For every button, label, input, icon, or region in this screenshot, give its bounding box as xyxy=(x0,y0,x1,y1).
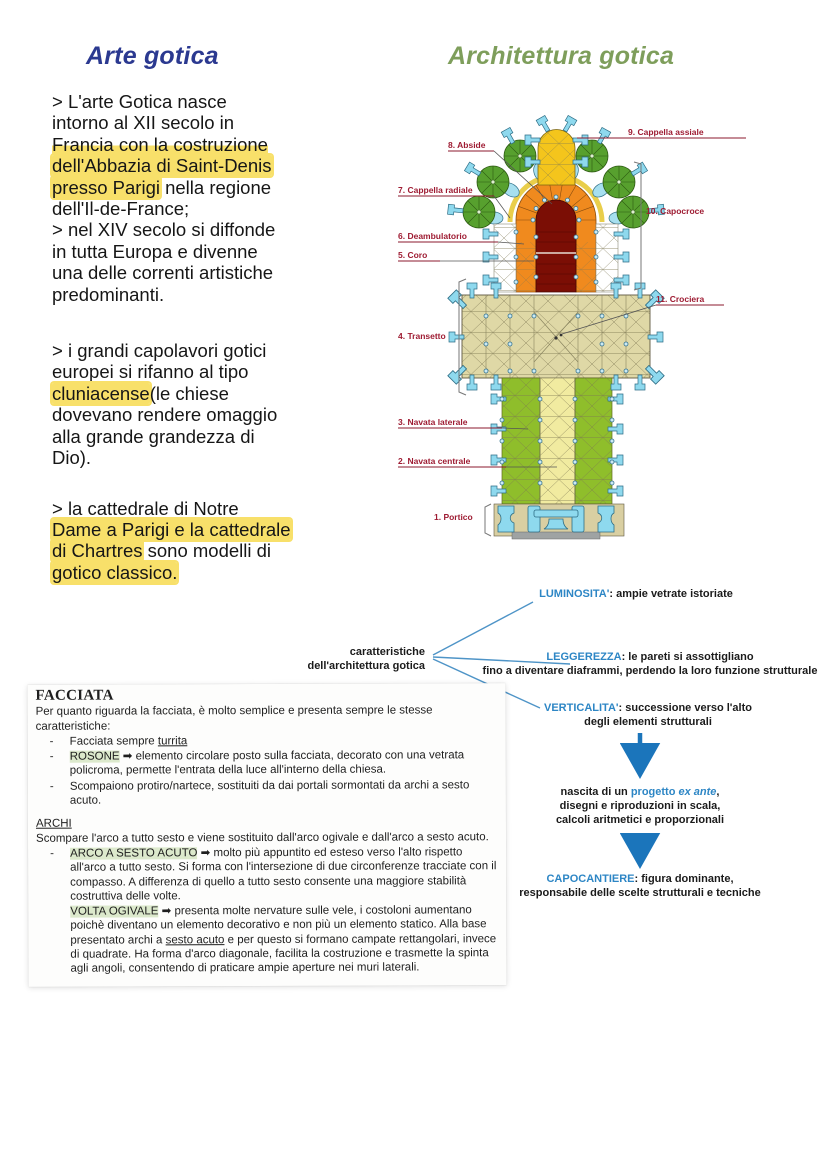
map-node-capocantiere: CAPOCANTIERE: figura dominante,responsab… xyxy=(519,873,761,899)
facciata-bullet-rosone: ROSONE ➡ elemento circolare posto sulla … xyxy=(69,749,465,778)
list-item: VOLTA OGIVALE ➡ presenta molte nervature… xyxy=(36,903,498,976)
facciata-bullet-protiro: Scompaiono protiro/nartece, sostituiti d… xyxy=(69,779,470,807)
map-node-progetto: nascita di un progetto ex ante,disegni e… xyxy=(555,786,725,826)
facciata-heading: FACCIATA xyxy=(35,687,114,704)
facciata-section: FACCIATA Per quanto riguarda la facciata… xyxy=(27,683,507,987)
plan-label-cappella-assiale: 9. Cappella assiale xyxy=(628,127,704,137)
branch-line-leggerezza xyxy=(432,656,571,665)
archi-bullet-volta-ogivale: VOLTA OGIVALE ➡ presenta molte nervature… xyxy=(70,904,497,976)
plan-labels: 8. Abside 9. Cappella assiale 7. Cappell… xyxy=(398,127,704,522)
plan-coro xyxy=(535,199,577,293)
plan-label-transetto: 4. Transetto xyxy=(398,331,446,341)
plan-leader-lines xyxy=(398,137,746,537)
plan-choir-side-bays xyxy=(493,223,619,293)
archi-bullet-sesto-acuto: ARCO A SESTO ACUTO ➡ molto più appuntito… xyxy=(70,846,497,903)
plan-label-crociera: 11. Crociera xyxy=(656,294,704,304)
plan-label-cappella-radiale: 7. Cappella radiale xyxy=(398,185,473,195)
page-title-arte-gotica: Arte gotica xyxy=(86,42,219,70)
plan-transetto xyxy=(461,294,651,379)
plan-label-deambulatorio: 6. Deambulatorio xyxy=(398,231,467,241)
list-item: - ARCO A SESTO ACUTO ➡ molto più appunti… xyxy=(50,846,497,903)
plan-label-abside: 8. Abside xyxy=(448,140,486,150)
archi-heading: ARCHI xyxy=(35,818,72,831)
list-item: - Scompaiono protiro/nartece, sostituiti… xyxy=(36,778,498,808)
plan-label-coro: 5. Coro xyxy=(398,250,427,260)
facciata-intro: Per quanto riguarda la facciata, è molto… xyxy=(35,704,433,733)
branch-line-luminosita xyxy=(432,601,534,656)
plan-navate xyxy=(501,377,613,505)
map-node-luminosita: LUMINOSITA': ampie vetrate istoriate xyxy=(539,588,733,600)
plan-label-capocroce: 10. Capocroce xyxy=(646,206,704,216)
cathedral-plan-figure: 8. Abside 9. Cappella assiale 7. Cappell… xyxy=(398,115,746,540)
plan-label-navata-centrale: 2. Navata centrale xyxy=(398,456,471,466)
facciata-bullet-turrita: Facciata sempre turrita xyxy=(69,735,188,748)
page-title-architettura-gotica: Architettura gotica xyxy=(448,42,675,70)
list-item: - ROSONE ➡ elemento circolare posto sull… xyxy=(36,748,498,778)
list-item: - Facciata sempre turrita xyxy=(36,733,498,749)
archi-intro: Scompare l'arco a tutto sesto e viene so… xyxy=(35,830,489,845)
plan-label-navata-laterale: 3. Navata laterale xyxy=(398,417,468,427)
plan-cappella-assiale xyxy=(537,129,576,186)
plan-portico xyxy=(493,503,625,540)
concept-map-lines xyxy=(432,601,661,869)
plan-label-portico: 1. Portico xyxy=(434,512,473,522)
